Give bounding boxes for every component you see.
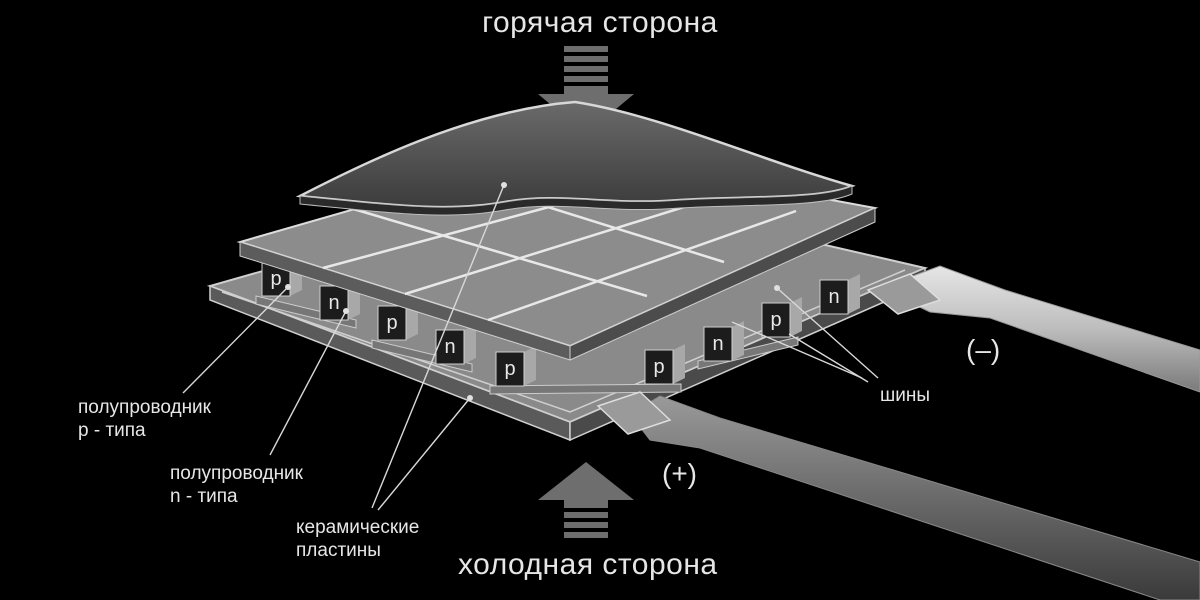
pellet-n-1: n bbox=[319, 280, 360, 321]
hot-side-title: горячая сторона bbox=[482, 6, 718, 39]
bus-bar bbox=[489, 383, 682, 395]
cold-side-title: холодная сторона bbox=[458, 548, 718, 581]
pellet-label: p bbox=[270, 268, 281, 290]
pellet-p-2: p bbox=[377, 300, 418, 341]
pellet-label: p bbox=[504, 358, 515, 380]
negative-terminal-label: (–) bbox=[966, 334, 1001, 365]
positive-terminal-label: (+) bbox=[662, 458, 697, 489]
pellet-p-7: p bbox=[761, 297, 802, 338]
pellet-p-4: p bbox=[495, 346, 536, 387]
buses-label: шины bbox=[880, 385, 931, 406]
pellet-label: p bbox=[653, 356, 664, 378]
pellet-label: n bbox=[712, 333, 723, 355]
pellet-n-6: n bbox=[703, 321, 744, 362]
hot-side-layer bbox=[295, 100, 856, 216]
pellet-label: n bbox=[828, 286, 839, 308]
pellet-label: n bbox=[444, 336, 455, 358]
pellet-p-5: p bbox=[644, 344, 685, 385]
pellet-n-8: n bbox=[819, 274, 860, 315]
pellet-label: n bbox=[328, 292, 339, 314]
pellet-label: p bbox=[386, 312, 397, 334]
leader-lines bbox=[182, 184, 879, 511]
positive-wire bbox=[596, 391, 1200, 600]
leader-dots bbox=[285, 182, 780, 401]
negative-wire bbox=[866, 265, 1200, 393]
pellet-label: p bbox=[770, 309, 781, 331]
cold-arrow-icon bbox=[538, 462, 634, 538]
pellet-n-3: n bbox=[435, 324, 476, 365]
